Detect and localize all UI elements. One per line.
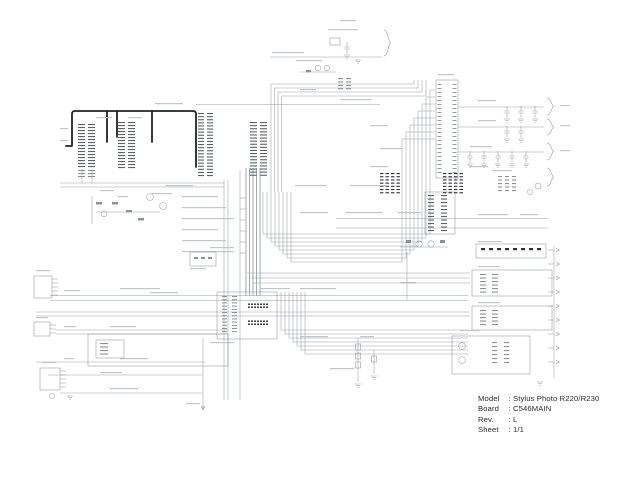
sheet-label: Sheet [478, 425, 499, 435]
bus-ribbon-center-to-ic [262, 80, 435, 263]
board-separator: : [508, 404, 511, 414]
bottom-components [330, 336, 378, 388]
left-edge-connectors [33, 270, 229, 400]
top-center-cluster [270, 20, 402, 187]
bottom-right-blocks [451, 241, 561, 386]
rev-value: L [513, 414, 518, 424]
bus-ribbon-bottom [230, 272, 470, 355]
right-output-rows [458, 97, 570, 195]
ic-cluster-array-top-left [60, 89, 380, 188]
central-bus [182, 168, 261, 400]
long-wires [36, 288, 468, 394]
title-block-row-board: Board:C546MAIN [478, 404, 599, 414]
title-block: Model:Stylus Photo R220/R230 Board:C546M… [478, 394, 599, 436]
vertical-bus-left [186, 180, 229, 411]
sheet-value: 1/1 [513, 425, 524, 435]
title-block-row-sheet: Sheet:1/1 [478, 425, 599, 435]
title-block-row-rev: Rev.:L [478, 415, 599, 425]
model-separator: : [508, 394, 511, 403]
bold-outline-region [65, 110, 197, 168]
mid-right-runs [300, 212, 548, 300]
main-ic [370, 74, 488, 235]
sheet-separator: : [508, 425, 511, 435]
center-left-components [91, 185, 234, 270]
rev-label: Rev. [478, 414, 494, 424]
board-value: C546MAIN [513, 404, 552, 414]
board-label: Board [478, 404, 500, 414]
rev-separator: : [508, 414, 511, 424]
bottom-ic-cluster [210, 291, 328, 344]
title-block-row-model: Model:Stylus Photo R220/R230 [478, 394, 599, 404]
model-value: Stylus Photo R220/R230 [513, 394, 600, 403]
model-label: Model [478, 394, 500, 403]
